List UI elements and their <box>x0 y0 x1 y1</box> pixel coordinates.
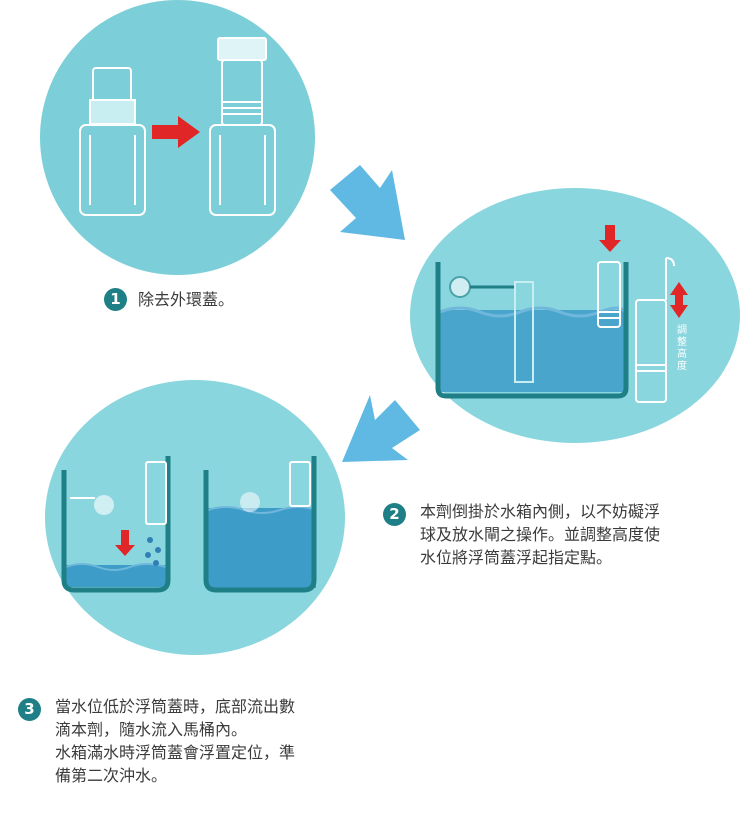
height-label-char: 整 <box>677 337 687 348</box>
height-label-char: 高 <box>677 349 687 360</box>
height-label: 調 整 高 度 <box>675 325 689 373</box>
height-label-char: 調 <box>677 325 687 336</box>
step3-caption-line: 當水位低於浮筒蓋時，底部流出數 <box>55 697 296 716</box>
step1-number-badge: 1 <box>104 288 127 311</box>
step2-caption-line: 水位將浮筒蓋浮起指定點。 <box>420 548 613 567</box>
step3-caption: 當水位低於浮筒蓋時，底部流出數 滴本劑，隨水流入馬桶內。 水箱滿水時浮筒蓋會浮置… <box>55 695 295 787</box>
step3-number-badge: 3 <box>18 698 41 721</box>
step3-caption-line: 滴本劑，隨水流入馬桶內。 <box>55 720 248 739</box>
step2-number-badge: 2 <box>383 503 406 526</box>
step3-caption-line: 水箱滿水時浮筒蓋會浮置定位，準 <box>55 743 296 762</box>
step2-caption-line: 球及放水閘之操作。並調整高度使 <box>420 525 661 544</box>
step2-caption: 本劑倒掛於水箱內側，以不妨礙浮 球及放水閘之操作。並調整高度使 水位將浮筒蓋浮起… <box>420 500 660 569</box>
step3-caption-line: 備第二次沖水。 <box>55 766 168 785</box>
step1-caption: 除去外環蓋。 <box>138 290 235 309</box>
step2-caption-line: 本劑倒掛於水箱內側，以不妨礙浮 <box>420 502 661 521</box>
height-label-char: 度 <box>677 361 687 372</box>
